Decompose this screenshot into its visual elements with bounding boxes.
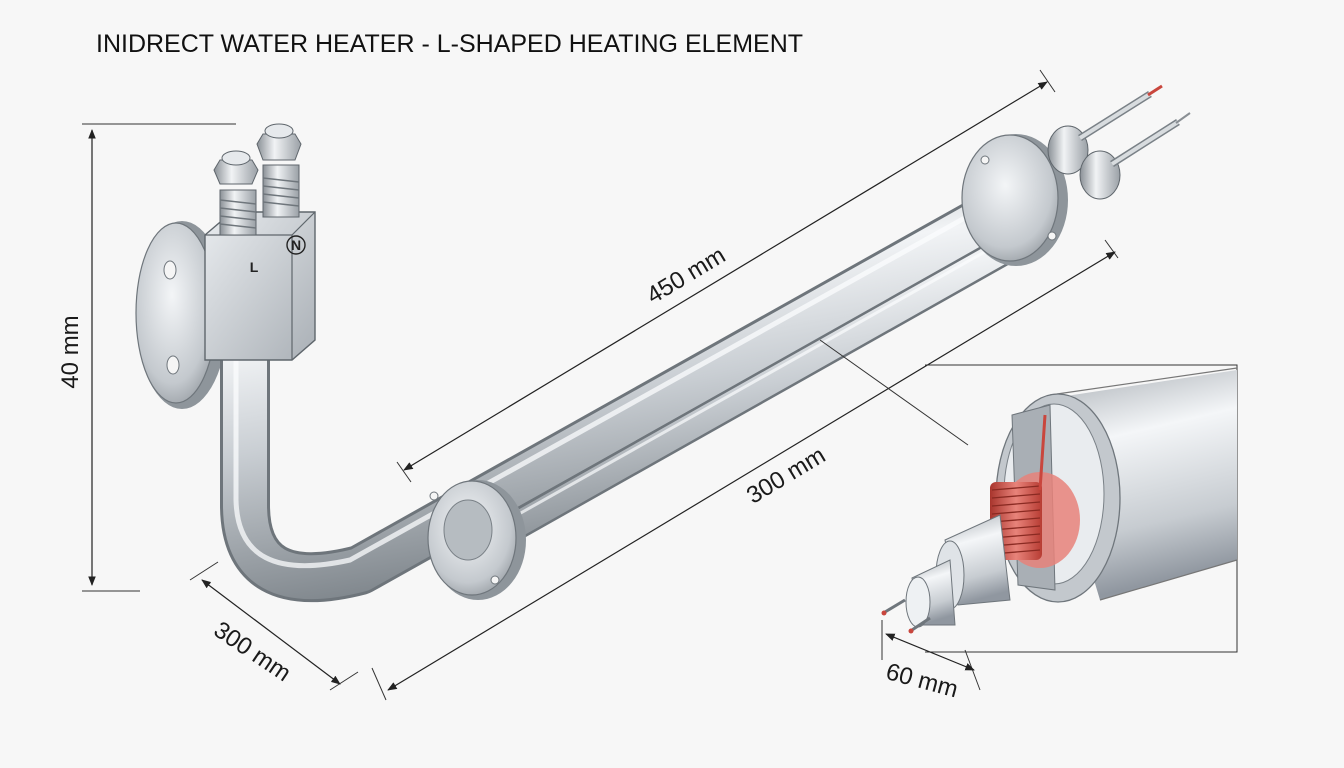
detail-callout-leader <box>819 339 969 446</box>
flange-bolt-hole <box>1047 231 1057 241</box>
detail-cutaway-inset <box>881 364 1238 653</box>
height-dimension: 40 mm <box>57 123 236 592</box>
flange-bolt-hole <box>166 355 180 375</box>
diagram-title: INIDRECT WATER HEATER - L-SHAPED HEATING… <box>96 30 803 58</box>
terminal-stud-right <box>256 123 302 218</box>
flange-bolt-hole <box>429 491 439 501</box>
detail-diameter-label: 60 mm <box>883 658 961 703</box>
bend-length-label: 300 mm <box>209 616 296 687</box>
end-flange <box>961 125 1121 266</box>
terminal-neutral-label: N <box>291 237 301 253</box>
mid-flange <box>427 480 526 600</box>
terminal-stud-left <box>213 150 259 236</box>
inner-length-label: 300 mm <box>742 442 830 510</box>
detail-diameter-dimension: 60 mm <box>881 620 981 703</box>
flange-bolt-hole <box>490 575 500 585</box>
terminal-live-label: L <box>250 259 259 275</box>
flange-bolt-hole <box>163 260 177 280</box>
height-label: 40 mm <box>57 315 84 388</box>
heating-tube <box>220 178 1048 603</box>
terminal-box: L N <box>204 211 316 361</box>
terminal-neutral-badge <box>286 235 306 255</box>
lead-wires <box>1078 84 1191 167</box>
flange-bolt-hole <box>980 155 990 165</box>
